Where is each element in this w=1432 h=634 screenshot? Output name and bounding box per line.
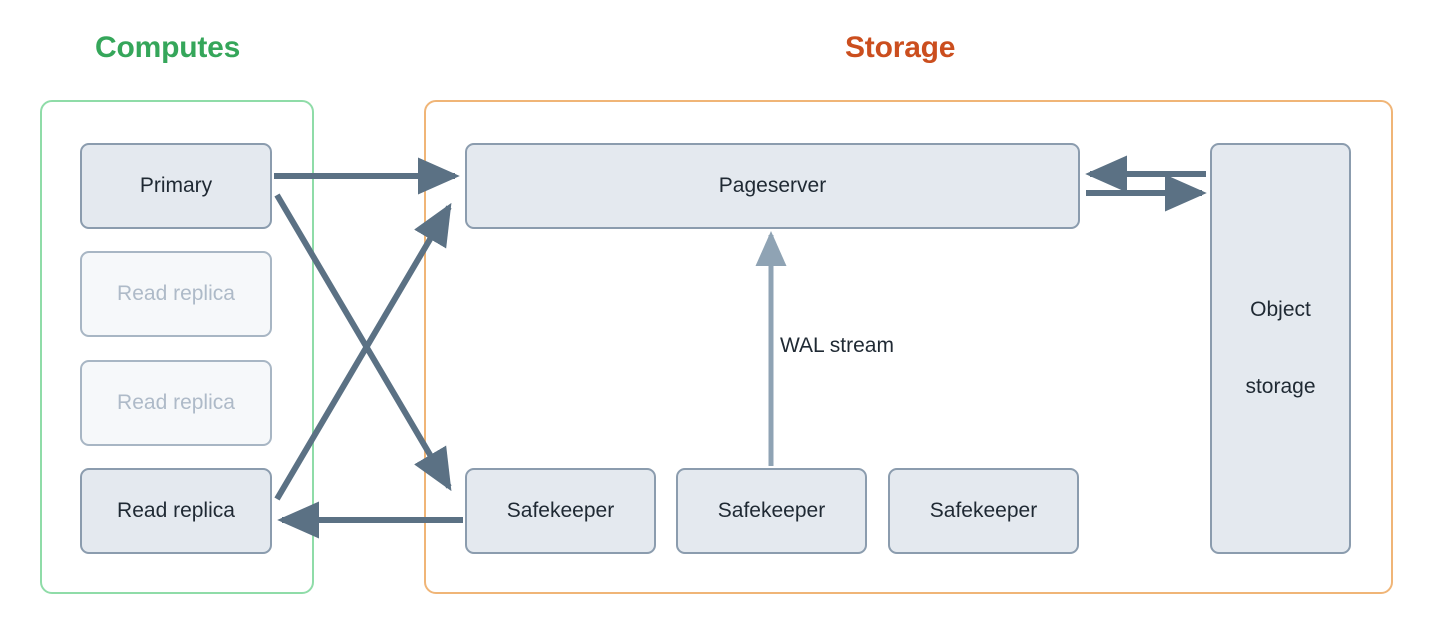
- node-safekeeper-2[interactable]: Safekeeper: [676, 468, 867, 554]
- node-read-replica-1[interactable]: Read replica: [80, 251, 272, 337]
- node-object-storage[interactable]: Object storage: [1210, 143, 1351, 554]
- node-read-replica-2[interactable]: Read replica: [80, 360, 272, 446]
- object-storage-label-line-1: Object: [1250, 297, 1311, 321]
- node-safekeeper-3[interactable]: Safekeeper: [888, 468, 1079, 554]
- storage-group-title: Storage: [845, 31, 956, 64]
- node-read-replica-3[interactable]: Read replica: [80, 468, 272, 554]
- node-pageserver[interactable]: Pageserver: [465, 143, 1080, 229]
- computes-group-title: Computes: [95, 31, 241, 64]
- object-storage-label-line-2: storage: [1245, 374, 1316, 398]
- edge-label-wal-stream: WAL stream: [780, 334, 894, 357]
- node-safekeeper-1[interactable]: Safekeeper: [465, 468, 656, 554]
- node-primary[interactable]: Primary: [80, 143, 272, 229]
